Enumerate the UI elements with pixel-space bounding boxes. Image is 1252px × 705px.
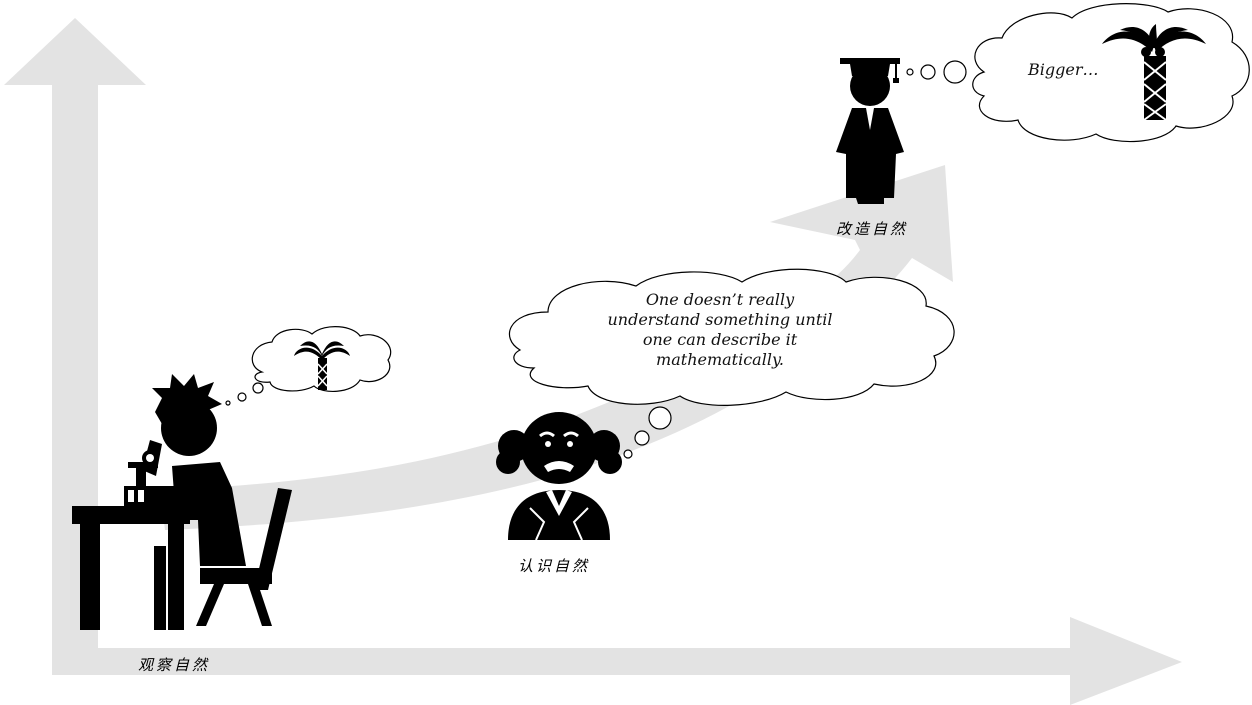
chair	[254, 488, 292, 590]
graduate-figure	[836, 58, 967, 204]
observer-body	[172, 462, 246, 566]
stage-label-understand: 认识自然	[518, 557, 591, 575]
small-thought-cloud	[251, 326, 392, 392]
observer-figure	[72, 374, 292, 630]
y-axis-arrow	[4, 18, 146, 672]
palm-tree-large-icon	[1102, 24, 1206, 121]
chair-seat	[200, 568, 272, 584]
chair-leg-right	[248, 584, 272, 626]
stage-label-observe: 观察自然	[138, 656, 211, 674]
quote-line-4: mathematically.	[656, 350, 784, 369]
bigger-cloud	[972, 3, 1250, 143]
x-axis-arrow	[52, 617, 1182, 705]
table-leg-mid	[154, 546, 166, 630]
einstein-quote: One doesn’t really understand something …	[560, 290, 880, 370]
mortarboard-icon	[840, 58, 900, 64]
thinker-figure	[496, 406, 672, 541]
table-leg-left	[80, 524, 100, 630]
table-leg-right	[168, 524, 184, 630]
palm-tree-small-icon	[294, 341, 350, 390]
quote-line-1: One doesn’t really	[645, 290, 795, 309]
microscope-icon	[124, 440, 182, 506]
quote-cloud	[509, 268, 955, 406]
bigger-text: Bigger…	[1028, 60, 1099, 79]
stage-label-transform: 改造自然	[836, 220, 909, 238]
quote-line-2: understand something until	[607, 310, 833, 329]
observer-head	[161, 400, 217, 456]
table-top	[72, 506, 190, 524]
chair-leg-left	[196, 584, 224, 626]
quote-line-3: one can describe it	[642, 330, 798, 349]
